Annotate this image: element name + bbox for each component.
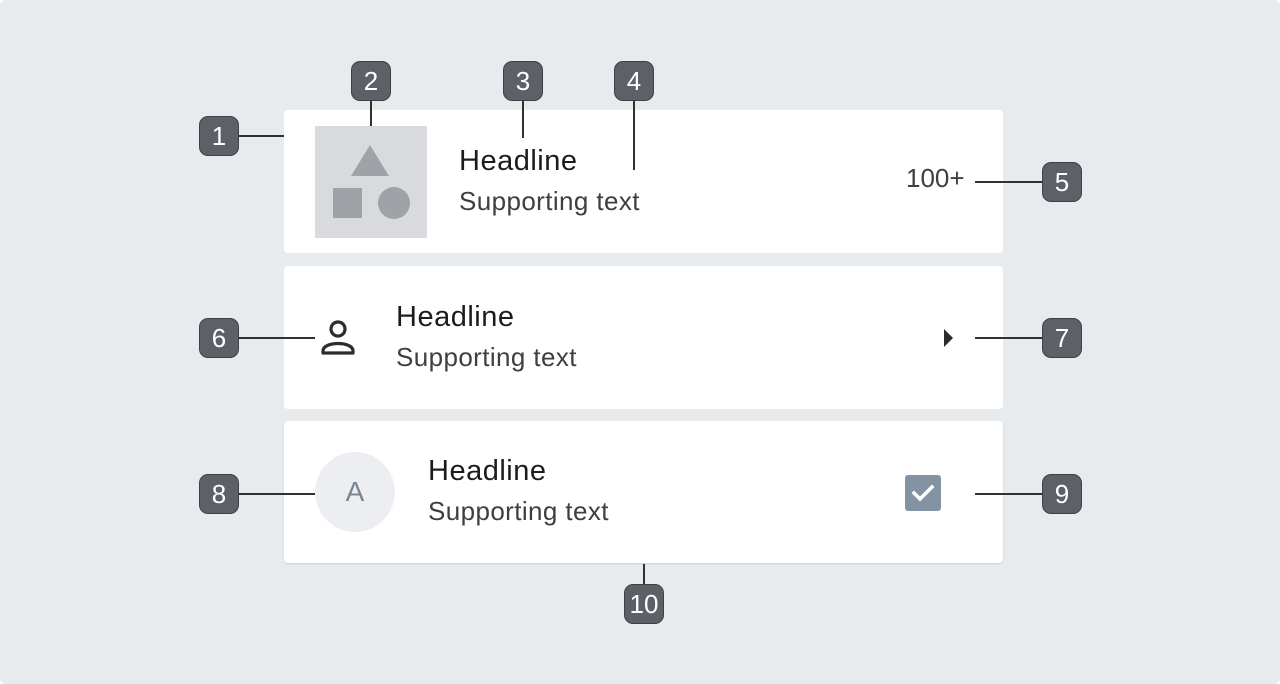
list-item-avatar[interactable]: A Headline Supporting text [284, 421, 1003, 563]
trailing-supporting-text: 100+ [906, 163, 965, 193]
supporting-text: Supporting text [396, 342, 577, 372]
checkbox-checked-icon [911, 484, 935, 502]
leader-line-1 [239, 135, 284, 137]
callout-badge-10: 10 [624, 584, 664, 624]
callout-badge-5: 5 [1042, 162, 1082, 202]
callout-badge-8: 8 [199, 474, 239, 514]
headline: Headline [428, 455, 547, 487]
leader-line-10 [643, 564, 645, 584]
callout-badge-1: 1 [199, 116, 239, 156]
leader-line-9 [975, 493, 1042, 495]
shapes-placeholder-icon [333, 145, 410, 219]
leader-line-6 [239, 337, 315, 339]
person-icon [321, 320, 355, 355]
callout-badge-9: 9 [1042, 474, 1082, 514]
leader-line-3 [522, 100, 524, 138]
checkbox[interactable] [905, 475, 941, 511]
arrow-right-icon[interactable] [942, 328, 954, 348]
leader-line-7 [975, 337, 1042, 339]
supporting-text: Supporting text [428, 496, 609, 526]
leader-line-4 [633, 100, 635, 170]
avatar: A [315, 452, 395, 532]
headline: Headline [396, 301, 515, 333]
callout-badge-3: 3 [503, 61, 543, 101]
list-item-icon[interactable]: Headline Supporting text [284, 266, 1003, 409]
leader-line-8 [239, 493, 315, 495]
callout-badge-2: 2 [351, 61, 391, 101]
callout-badge-6: 6 [199, 318, 239, 358]
leader-line-5 [975, 181, 1042, 183]
callout-badge-4: 4 [614, 61, 654, 101]
callout-badge-7: 7 [1042, 318, 1082, 358]
leader-line-2 [370, 100, 372, 126]
leading-image [315, 126, 427, 238]
headline: Headline [459, 145, 578, 177]
supporting-text: Supporting text [459, 186, 640, 216]
list-item-image[interactable]: Headline Supporting text 100+ [284, 110, 1003, 253]
